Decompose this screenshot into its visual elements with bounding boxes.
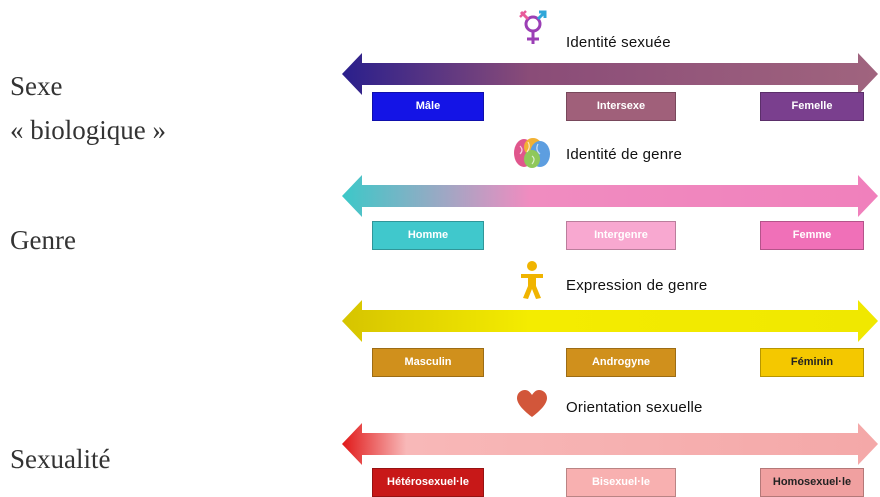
left-label-sexe: Sexe xyxy=(10,71,63,101)
spectrum-arrow xyxy=(342,423,878,465)
brain-icon xyxy=(512,136,552,175)
box-masculin: Masculin xyxy=(372,348,484,377)
spectrum-arrow xyxy=(342,53,878,95)
box-male: Mâle xyxy=(372,92,484,121)
box-androgyne: Androgyne xyxy=(566,348,676,377)
row-title: Orientation sexuelle xyxy=(566,399,703,416)
box-bisexuel: Bisexuel·le xyxy=(566,468,676,497)
transgender-symbol-icon xyxy=(516,8,550,55)
left-label-genre: Genre xyxy=(10,225,76,255)
spectrum-arrow xyxy=(342,175,878,217)
row-title: Identité de genre xyxy=(566,146,682,163)
box-femme: Femme xyxy=(760,221,864,250)
box-homosexuel: Homosexuel·le xyxy=(760,468,864,497)
box-intersexe: Intersexe xyxy=(566,92,676,121)
left-label-sexualite: Sexualité xyxy=(10,444,111,474)
spectrum-arrow xyxy=(342,300,878,342)
row-title: Identité sexuée xyxy=(566,34,671,51)
row-title: Expression de genre xyxy=(566,277,708,294)
box-homme: Homme xyxy=(372,221,484,250)
heart-icon xyxy=(516,390,548,423)
box-feminin: Féminin xyxy=(760,348,864,377)
box-intergenre: Intergenre xyxy=(566,221,676,250)
left-label-biologique: « biologique » xyxy=(10,115,166,145)
person-icon xyxy=(518,260,546,305)
box-femelle: Femelle xyxy=(760,92,864,121)
box-heterosexuel: Hétérosexuel·le xyxy=(372,468,484,497)
